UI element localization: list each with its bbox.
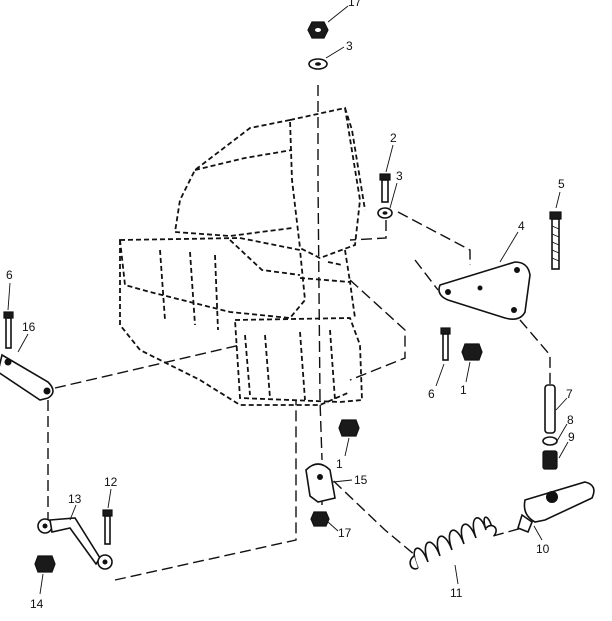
pin-7 — [544, 384, 556, 434]
callout-12: 12 — [104, 475, 118, 489]
link-16 — [0, 353, 54, 401]
nut-1-right — [461, 343, 483, 361]
callout-3-mid: 3 — [396, 169, 403, 183]
callout-3-top: 3 — [346, 39, 353, 53]
callout-4: 4 — [518, 219, 525, 233]
crank-13 — [37, 517, 113, 570]
nut-14 — [34, 555, 56, 573]
spring-11 — [409, 516, 497, 570]
callout-6-right: 6 — [428, 387, 435, 401]
parts — [0, 21, 595, 573]
callout-11: 11 — [450, 586, 463, 600]
bolt-2 — [379, 173, 391, 203]
callout-6-left: 6 — [6, 268, 13, 282]
callout-17-top: 17 — [348, 0, 362, 9]
callout-1-center: 1 — [336, 457, 343, 471]
assembly-leader-lines — [47, 85, 551, 581]
callout-9: 9 — [568, 430, 575, 444]
callout-16: 16 — [22, 320, 36, 334]
callout-5: 5 — [558, 177, 565, 191]
bolt-12 — [102, 509, 113, 545]
callout-2: 2 — [390, 131, 397, 145]
bracket-plate-4 — [438, 261, 531, 320]
washer-8 — [542, 436, 558, 446]
callout-14: 14 — [30, 597, 44, 611]
callout-labels: 17 3 2 3 5 4 6 16 6 1 7 8 9 1 15 12 13 1… — [6, 0, 575, 611]
callout-1-right: 1 — [460, 383, 467, 397]
callout-10: 10 — [536, 542, 550, 556]
bushing-9 — [542, 450, 558, 470]
callout-13: 13 — [68, 492, 82, 506]
arm-10 — [517, 481, 595, 534]
nut-17-lower — [310, 511, 330, 527]
bolt-6-right — [440, 327, 451, 361]
bolt-5 — [549, 211, 562, 270]
callout-17-lower: 17 — [338, 526, 352, 540]
pointer-lines — [7, 5, 569, 595]
bolt-6-left — [3, 311, 14, 349]
callout-7: 7 — [566, 387, 573, 401]
callout-8: 8 — [567, 413, 574, 427]
clamp-15 — [305, 463, 336, 503]
mounting-bracket-ghost — [118, 106, 366, 406]
callout-15: 15 — [354, 473, 368, 487]
nut-1-center — [338, 419, 360, 437]
